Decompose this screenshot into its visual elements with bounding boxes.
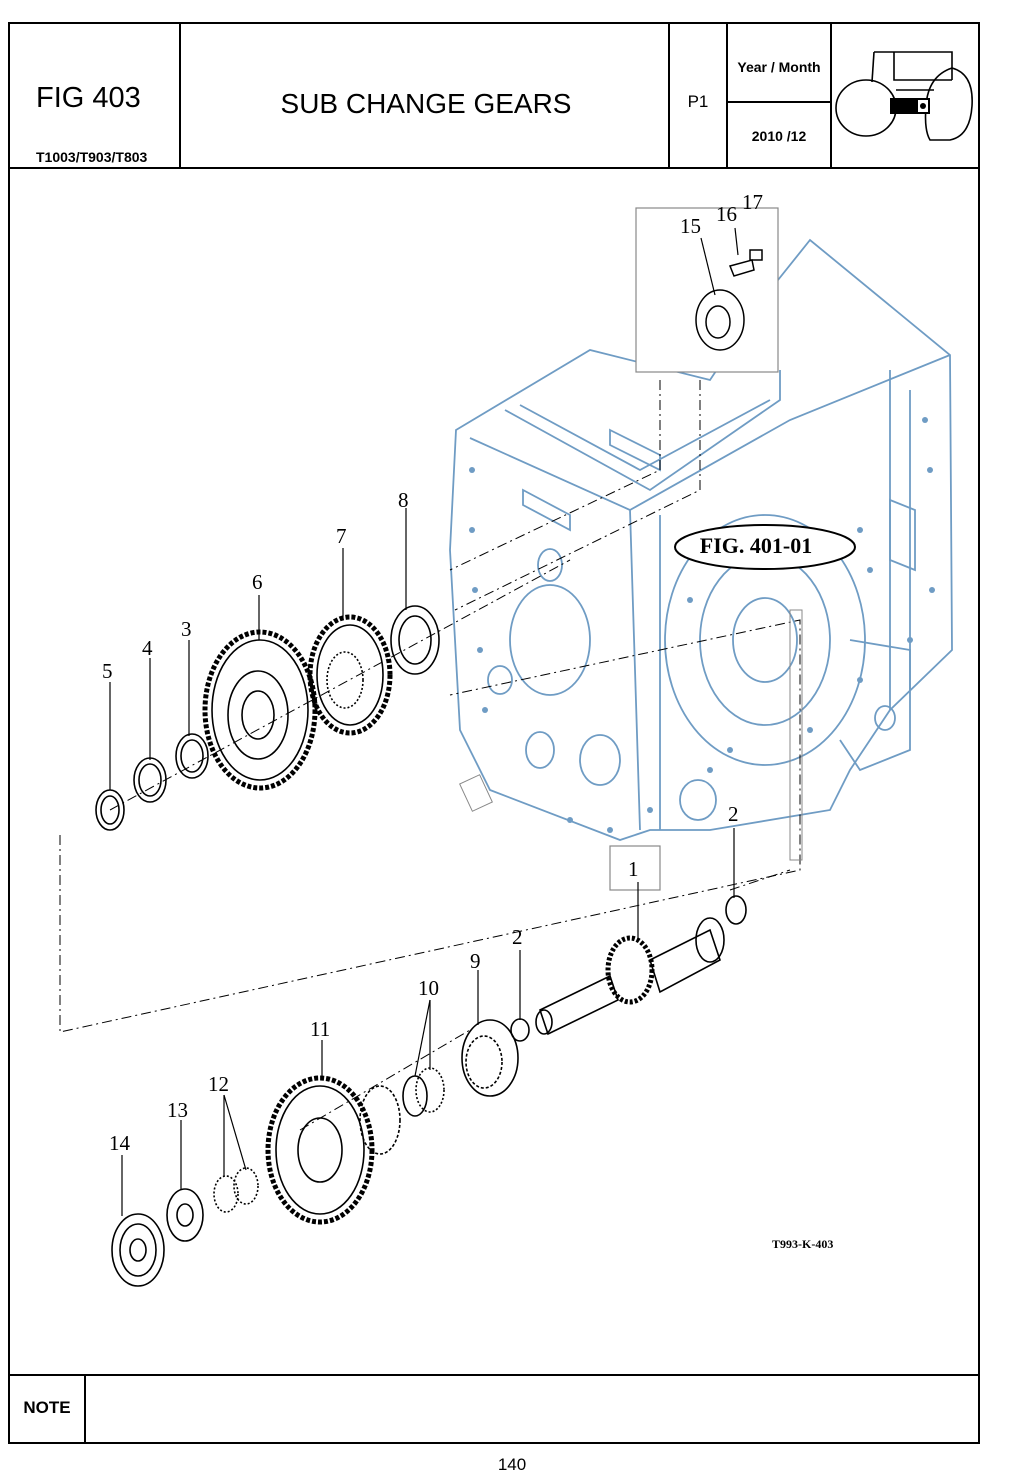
year-month-divider <box>726 101 832 103</box>
header-col-divider-4 <box>830 22 832 169</box>
callout-11: 11 <box>310 1017 331 1041</box>
header-col-divider-2 <box>668 22 670 169</box>
page-title: SUB CHANGE GEARS <box>280 88 572 119</box>
tractor-icon <box>835 51 973 141</box>
callout-10: 10 <box>418 976 439 1000</box>
callout-leaders <box>109 227 739 1216</box>
page-frame <box>8 22 980 1444</box>
shaft-assembly <box>461 895 747 1097</box>
note-label: NOTE <box>23 1398 71 1417</box>
inset-box <box>635 207 779 373</box>
page-number: 140 <box>497 1455 527 1474</box>
callout-2: 2 <box>512 925 523 949</box>
exploded-diagram <box>59 207 953 1287</box>
callout-13: 13 <box>167 1098 188 1122</box>
leader-lines <box>59 380 801 1131</box>
callout-2: 2 <box>728 802 739 826</box>
reference-label: FIG. 401-01 <box>699 533 813 558</box>
callout-9: 9 <box>470 949 481 973</box>
callout-17: 17 <box>742 190 763 214</box>
drawing-code: T993-K-403 <box>772 1237 834 1251</box>
header-col-divider-3 <box>726 22 728 169</box>
callout-1: 1 <box>628 857 639 881</box>
callout-14: 14 <box>109 1131 130 1155</box>
callout-15: 15 <box>680 214 701 238</box>
year-month-label: Year / Month <box>737 59 821 75</box>
note-col-divider <box>84 1374 86 1444</box>
header-divider <box>8 167 980 169</box>
callout-6: 6 <box>252 570 263 594</box>
year-month-value: 2010 /12 <box>751 128 807 144</box>
model-list: T1003/T903/T803 <box>36 149 148 165</box>
callout-7: 7 <box>336 524 347 548</box>
callout-12: 12 <box>208 1072 229 1096</box>
page-code: P1 <box>687 92 709 111</box>
callout-4: 4 <box>142 636 153 660</box>
callout-5: 5 <box>102 659 113 683</box>
transmission-housing <box>449 238 953 841</box>
reference-oval <box>674 524 856 570</box>
figure-number: FIG 403 <box>36 82 141 114</box>
callout-8: 8 <box>398 488 409 512</box>
lower-gears <box>111 1067 445 1287</box>
note-divider <box>8 1374 980 1376</box>
part-15-plate <box>695 249 763 351</box>
callout-16: 16 <box>716 202 737 226</box>
callout-3: 3 <box>181 617 192 641</box>
header-col-divider-1 <box>179 22 181 169</box>
